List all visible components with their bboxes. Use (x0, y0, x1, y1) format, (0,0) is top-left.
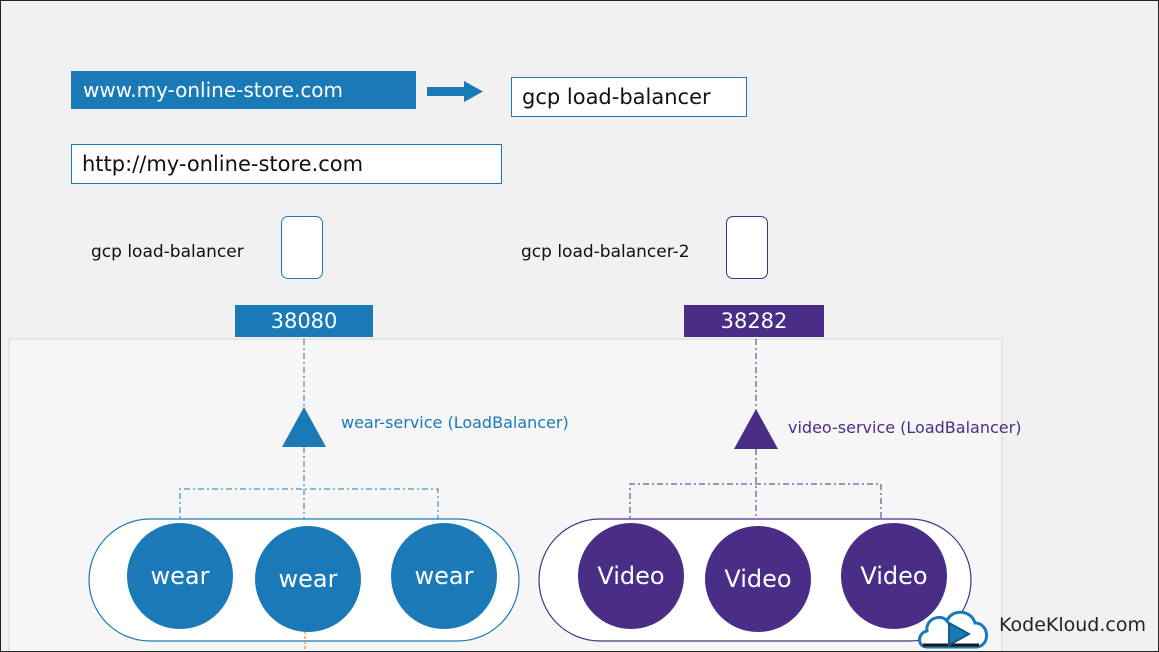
video-pod-2-label: Video (724, 565, 792, 593)
wear-pod-3-label: wear (414, 562, 474, 590)
wear-pod-2-label: wear (278, 565, 338, 593)
wear-pod-2: wear (255, 526, 361, 632)
wear-port-label: 38080 (270, 309, 338, 333)
video-pod-1-label: Video (597, 562, 665, 590)
right-lb-node (726, 216, 768, 279)
gcp-lb-label: gcp load-balancer (522, 85, 711, 109)
left-lb-node (281, 216, 323, 279)
kodekloud-logo-icon (918, 610, 988, 649)
wear-pod-3: wear (391, 523, 497, 629)
right-lb-label: gcp load-balancer-2 (521, 242, 690, 262)
arrow-right-icon (427, 81, 483, 102)
video-pod-1: Video (578, 523, 684, 629)
video-port: 38282 (684, 305, 824, 337)
wear-port: 38080 (235, 305, 373, 337)
video-pod-2: Video (705, 526, 811, 632)
url-label: www.my-online-store.com (83, 78, 344, 102)
video-pods-bracket (629, 483, 882, 527)
wear-pod-1-label: wear (150, 562, 210, 590)
left-lb-label: gcp load-balancer (91, 242, 244, 262)
url-box: www.my-online-store.com (71, 71, 416, 109)
wear-pod-1: wear (127, 523, 233, 629)
video-service-label: video-service (LoadBalancer) (788, 418, 1022, 437)
gcp-lb-box: gcp load-balancer (511, 77, 747, 117)
http-url-box: http://my-online-store.com (71, 144, 502, 184)
wear-service-label: wear-service (LoadBalancer) (341, 413, 569, 432)
video-port-label: 38282 (720, 309, 788, 333)
video-service-triangle (734, 409, 778, 449)
http-url-label: http://my-online-store.com (82, 152, 364, 176)
brand-name: KodeKloud.com (999, 614, 1146, 636)
wear-service-triangle (282, 407, 326, 447)
video-pod-3: Video (841, 523, 947, 629)
wear-pods-bracket (179, 488, 439, 527)
video-pod-3-label: Video (860, 562, 928, 590)
